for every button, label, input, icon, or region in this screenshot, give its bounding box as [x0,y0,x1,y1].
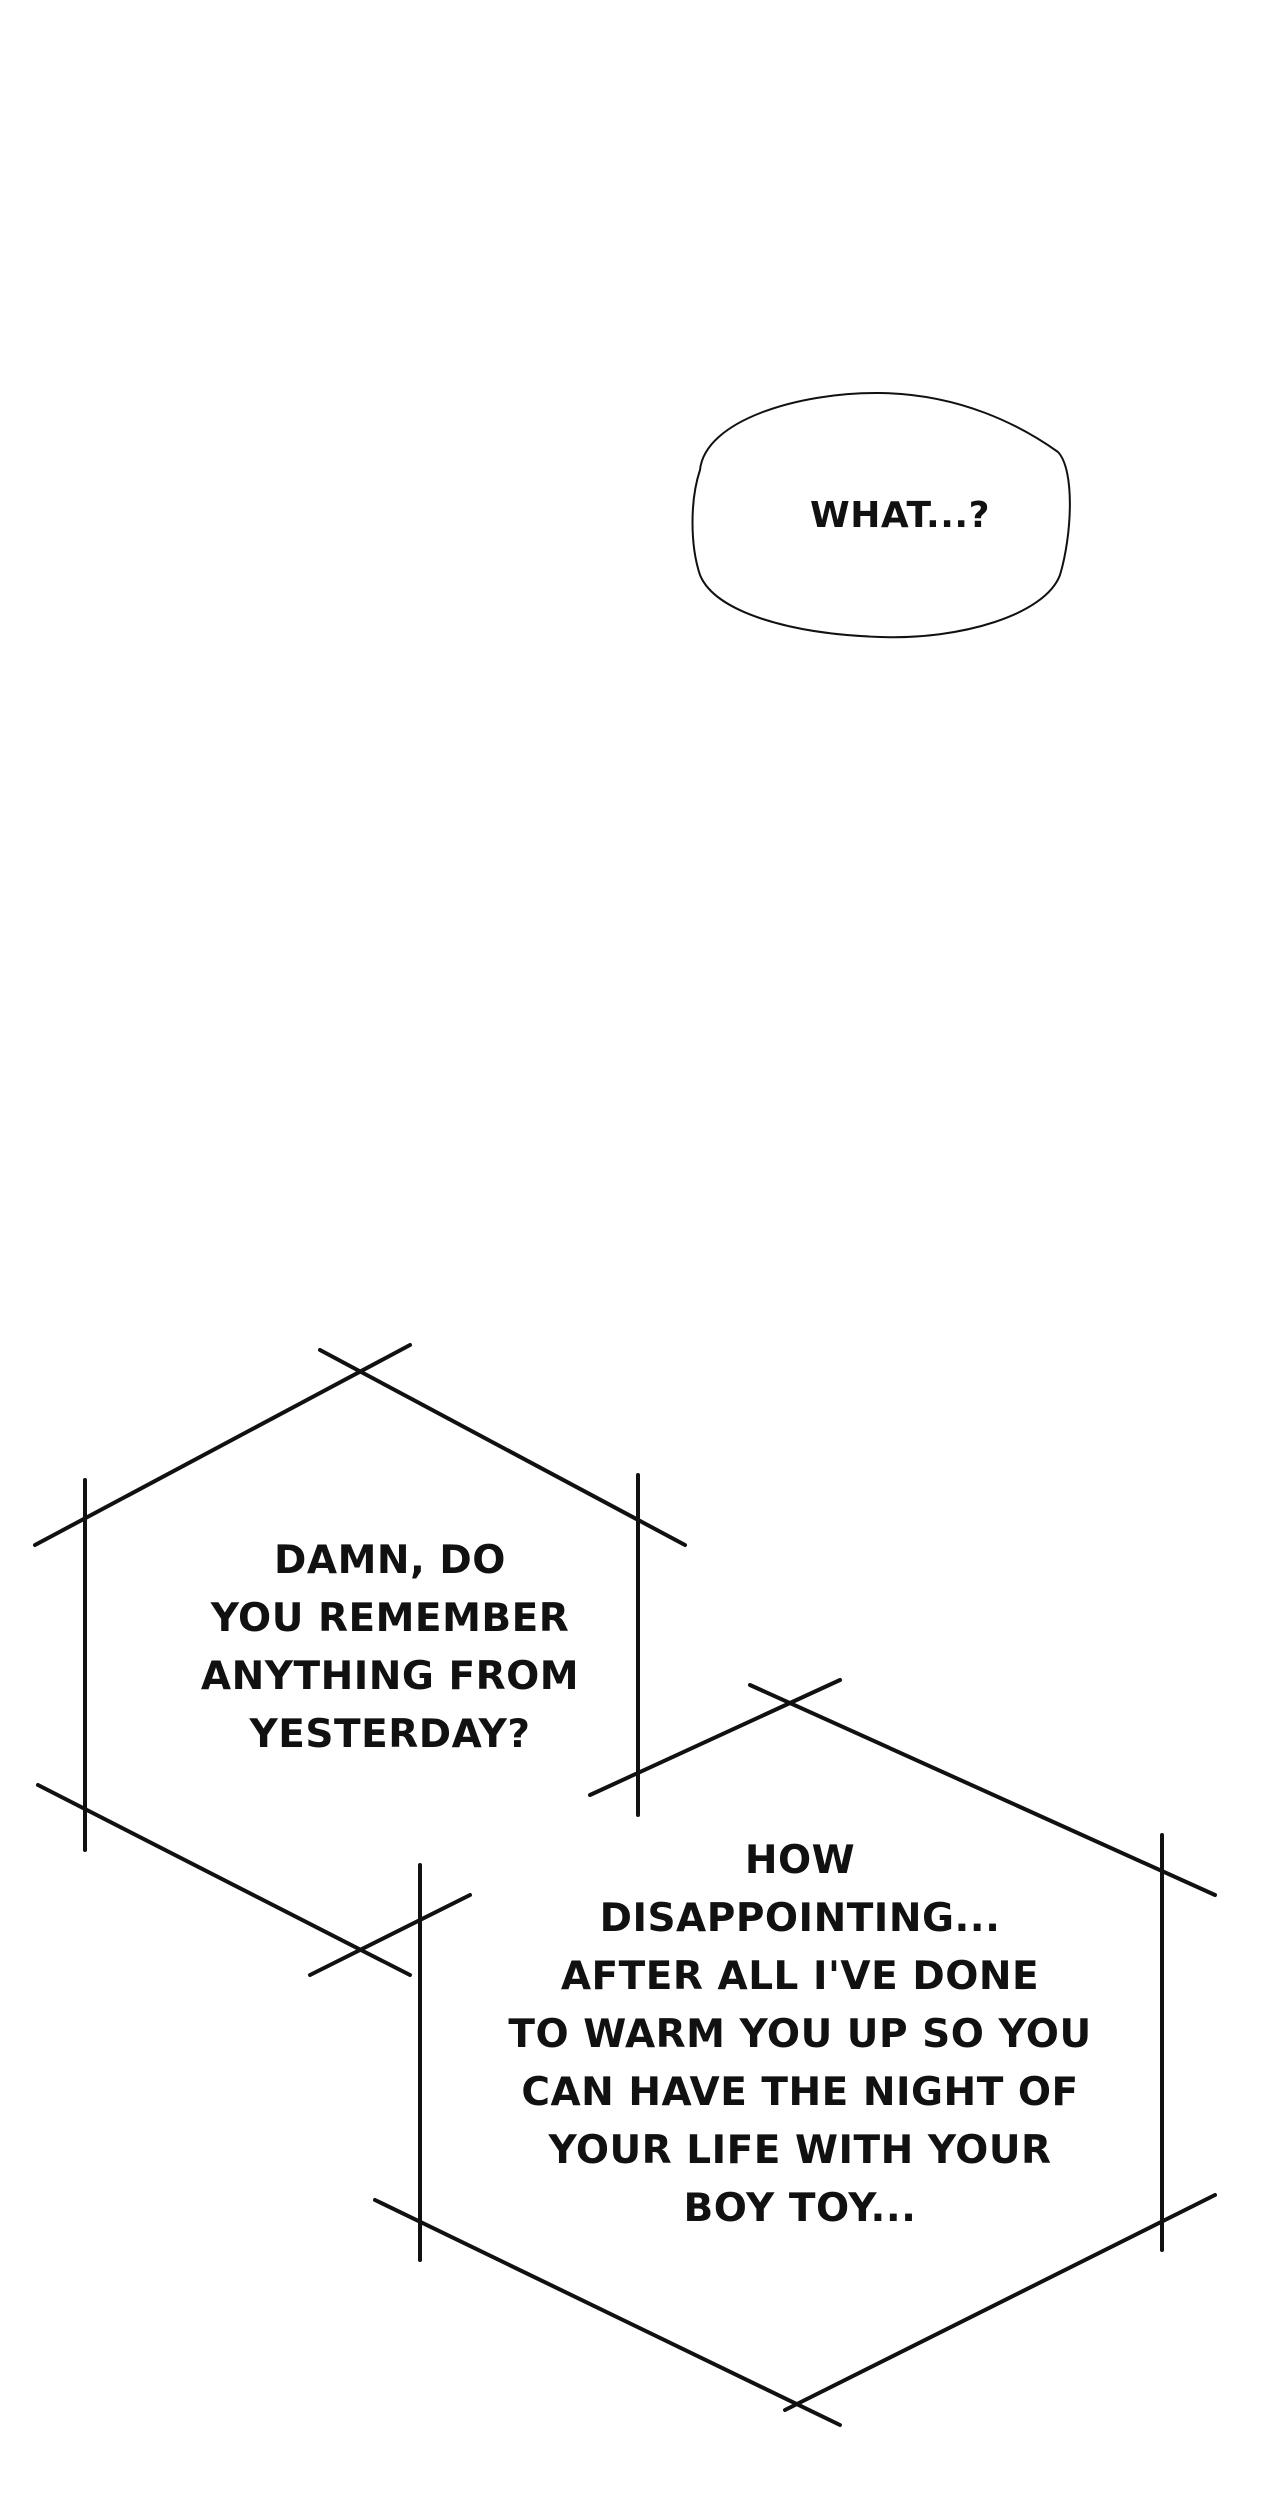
oval-bubble-outline [691,391,1071,639]
bubble-how-text: HOW DISAPPOINTING... AFTER ALL I'VE DONE… [480,1832,1120,2238]
bubble-line: ANYTHING FROM [200,1654,580,1699]
bubble-line: YOUR LIFE WITH YOUR [548,2128,1052,2173]
bubble-line: YESTERDAY? [249,1712,531,1757]
bubble-line: WHAT...? [810,495,990,536]
bubble-damn-text: DAMN, DO YOU REMEMBER ANYTHING FROM YEST… [140,1532,640,1764]
hexagon-bubble-left [33,1343,687,1977]
bubble-line: DISAPPOINTING... [599,1896,1001,1941]
bubble-line: DAMN, DO [274,1538,506,1583]
hexagon-bubble-right [373,1678,1217,2427]
bubble-line: BOY TOY... [683,2186,917,2231]
bubble-what-text: WHAT...? [750,494,1050,538]
bubble-line: CAN HAVE THE NIGHT OF [521,2070,1079,2115]
bubble-line: HOW [744,1838,856,1883]
bubble-line: AFTER ALL I'VE DONE [560,1954,1040,1999]
bubble-line: YOU REMEMBER [210,1596,570,1641]
bubble-line: TO WARM YOU UP SO YOU [508,2012,1092,2057]
